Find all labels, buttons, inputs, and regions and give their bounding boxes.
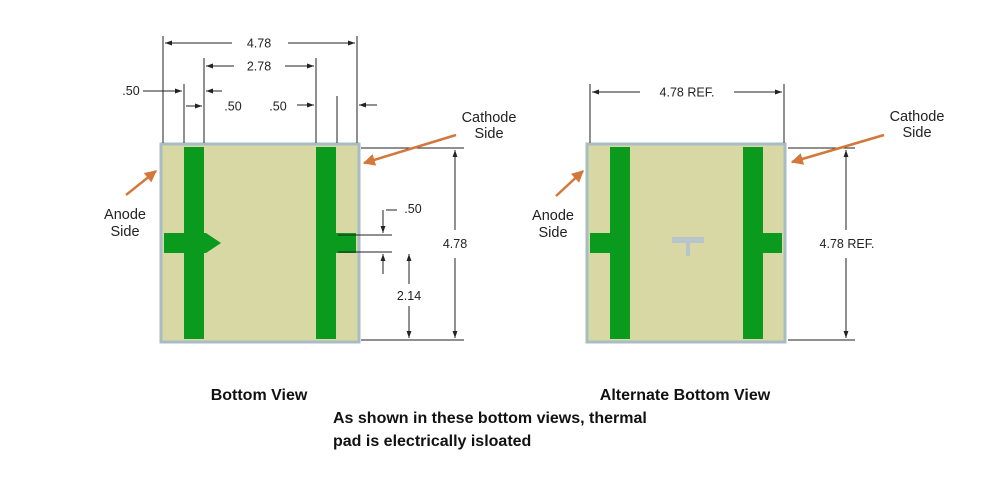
- note-line2: pad is electrically isloated: [333, 433, 531, 450]
- dimension-width-ref: 4.78 REF.: [589, 84, 785, 143]
- dim-total-height-label: 4.78: [443, 237, 467, 251]
- dimension-total-height: 4.78: [361, 147, 467, 341]
- cathode-arrow: [790, 133, 885, 165]
- dim-tab-height-label: .50: [404, 202, 421, 216]
- dim-right-pad-label: .50: [269, 100, 286, 114]
- dimension-left-pad: .50: [122, 84, 222, 143]
- anode-label-line2: Side: [110, 224, 139, 240]
- dimension-tab-offset: 2.14: [397, 254, 421, 338]
- bottom-view: 4.78 2.78 .50 .50 .50: [104, 36, 516, 404]
- note-line1: As shown in these bottom views, thermal: [333, 410, 647, 427]
- cathode-pad: [316, 147, 356, 339]
- dim-left-gap-label: .50: [224, 100, 241, 114]
- bottom-view-caption: Bottom View: [211, 387, 308, 404]
- anode-callout: Anode Side: [104, 170, 157, 240]
- cathode-callout: Cathode Side: [790, 109, 945, 165]
- anode-pad: [164, 147, 221, 339]
- anode-arrow: [555, 170, 584, 197]
- dimension-tab-height: .50: [338, 202, 422, 274]
- cathode-label-line2: Side: [474, 126, 503, 142]
- dim-inner-width-label: 2.78: [247, 60, 271, 74]
- dimension-inner-width: 2.78: [203, 58, 317, 143]
- anode-callout: Anode Side: [532, 170, 584, 241]
- thermal-pad-marker: [672, 237, 704, 256]
- anode-pad: [590, 147, 630, 339]
- cathode-label-line1: Cathode: [462, 110, 517, 126]
- anode-label-line1: Anode: [532, 208, 574, 224]
- isolation-note: As shown in these bottom views, thermal …: [333, 410, 647, 450]
- cathode-callout: Cathode Side: [362, 110, 517, 166]
- dim-height-ref-label: 4.78 REF.: [820, 237, 875, 251]
- dim-width-ref-label: 4.78 REF.: [660, 86, 715, 100]
- dim-total-width-label: 4.78: [247, 37, 271, 51]
- dimension-total-width: 4.78: [162, 36, 358, 143]
- cathode-label-line2: Side: [902, 125, 931, 141]
- anode-label-line2: Side: [538, 225, 567, 241]
- anode-arrow: [125, 170, 157, 196]
- cathode-label-line1: Cathode: [890, 109, 945, 125]
- anode-label-line1: Anode: [104, 207, 146, 223]
- cathode-pad: [743, 147, 782, 339]
- dimension-height-ref: 4.78 REF.: [788, 147, 875, 341]
- dim-tab-offset-label: 2.14: [397, 289, 421, 303]
- alternate-bottom-view-caption: Alternate Bottom View: [600, 387, 771, 404]
- cathode-arrow: [362, 133, 457, 166]
- alternate-bottom-view: 4.78 REF. 4.78 REF. Anode Side Cathode S…: [532, 84, 944, 404]
- dimension-left-gap: .50: [186, 100, 242, 114]
- dimension-right-pad: .50: [269, 96, 377, 143]
- dim-left-pad-label: .50: [122, 84, 139, 98]
